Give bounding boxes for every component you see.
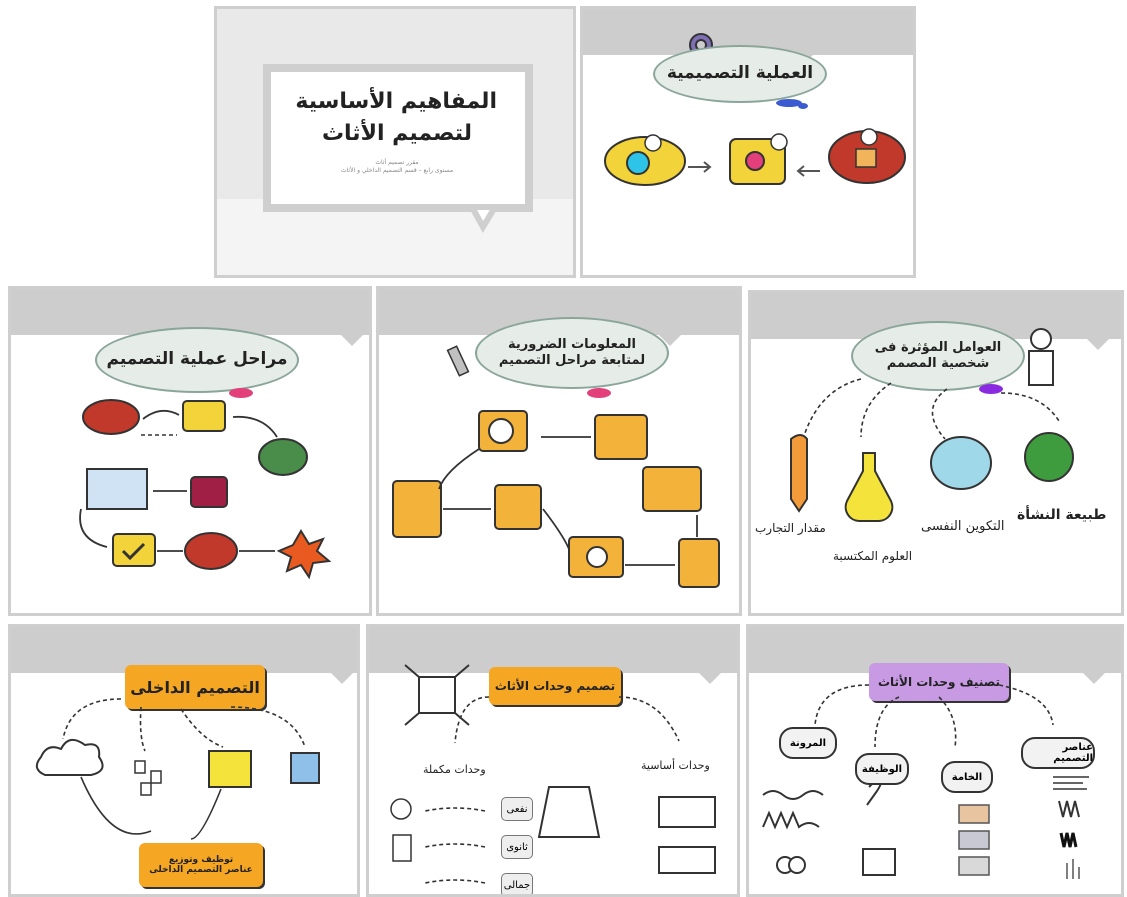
speech-bubble-tail [466, 204, 501, 234]
slide1-subtitle-line2: مستوى رابع – قسم التصميم الداخلي و الأثا… [340, 167, 454, 174]
slide6-bottom-line2: عناصر التصميم الداخلى [149, 865, 253, 875]
interior-illustrations [35, 698, 320, 840]
factor-label-experience: مقدار التجارب [755, 521, 826, 535]
slide7-title-box: تصميم وحدات الأثاث [489, 667, 621, 705]
slide-thumbnail-furniture-units[interactable]: تصميم وحدات الأثاث وحدات مكملة وحدات أسا… [366, 624, 740, 897]
slide-thumbnail-design-process[interactable]: العملية التصميمية [580, 6, 916, 278]
slide-thumbnail-interior-design[interactable]: التصميم الداخلى توظيف وتوزيع عناصر التصم… [8, 624, 360, 897]
slide2-title-cloud: العملية التصميمية [653, 45, 827, 103]
slide5-title-line1: العوامل المؤثرة فى [874, 339, 1002, 355]
slide7-tag-utilitarian: نفعى [501, 797, 533, 821]
slide4-title-line2: لمتابعة مراحل التصميم [498, 353, 646, 368]
slide6-bottom-line1: توظيف وتوزيع [168, 855, 234, 865]
slide-thumbnail-furniture-classification[interactable]: تصنيف وحدات الأثاث عناصر التصميم الخامة … [746, 624, 1124, 897]
slide6-title-box: التصميم الداخلى [125, 665, 265, 709]
slide-header-bar [369, 627, 737, 673]
slide4-title-cloud: المعلومات الضرورية لمتابعة مراحل التصميم [475, 317, 669, 389]
stages-illustrations [79, 388, 332, 580]
speech-bubble-frame [263, 64, 533, 212]
slide7-left-label: وحدات مكملة [423, 763, 486, 776]
slide-thumbnail-designer-factors[interactable]: العوامل المؤثرة فى شخصية المصمم طبيعة ال… [748, 290, 1124, 616]
slide7-tag-aesthetic: جمالى [501, 873, 533, 894]
slide6-bottom-box: توظيف وتوزيع عناصر التصميم الداخلى [139, 843, 263, 887]
slide1-title-line1: المفاهيم الأساسية [295, 89, 497, 114]
furniture-illustrations [390, 664, 716, 884]
factor-label-upbringing: طبيعة النشأة [1017, 507, 1107, 523]
factor-label-psychology: التكوين النفسى [921, 519, 1005, 534]
classification-illustrations [762, 684, 1089, 879]
slide3-title-cloud: مراحل عملية التصميم [95, 327, 299, 393]
slide1-title-line2: لتصميم الأثاث [321, 121, 473, 146]
slide1-subtitle-line1: مقرر تصميم أثاث [375, 159, 419, 166]
slide5-title-line2: شخصية المصمم [886, 356, 990, 371]
slide-thumbnail-title[interactable]: المفاهيم الأساسية لتصميم الأثاث مقرر تصم… [214, 6, 576, 278]
info-illustrations [392, 345, 720, 588]
slide8-title-box: تصنيف وحدات الأثاث [869, 663, 1009, 701]
pill-function: الوظيفة [855, 753, 909, 785]
factor-label-knowledge: العلوم المكتسبة [833, 549, 913, 563]
process-illustrations [604, 99, 906, 186]
pill-material: الخامة [941, 761, 993, 793]
slide7-tag-secondary: ثانوى [501, 835, 533, 859]
slide-thumbnail-required-info[interactable]: المعلومات الضرورية لمتابعة مراحل التصميم [376, 286, 742, 616]
slide4-title-line1: المعلومات الضرورية [508, 336, 636, 352]
factors-illustrations [790, 328, 1074, 522]
pill-flexibility: المرونة [779, 727, 837, 759]
slide5-title-cloud: العوامل المؤثرة فى شخصية المصمم [851, 321, 1025, 391]
pill-design-elements: عناصر التصميم [1021, 737, 1095, 769]
slide7-right-label: وحدات أساسية [641, 759, 710, 772]
slide-thumbnail-design-stages[interactable]: مراحل عملية التصميم [8, 286, 372, 616]
